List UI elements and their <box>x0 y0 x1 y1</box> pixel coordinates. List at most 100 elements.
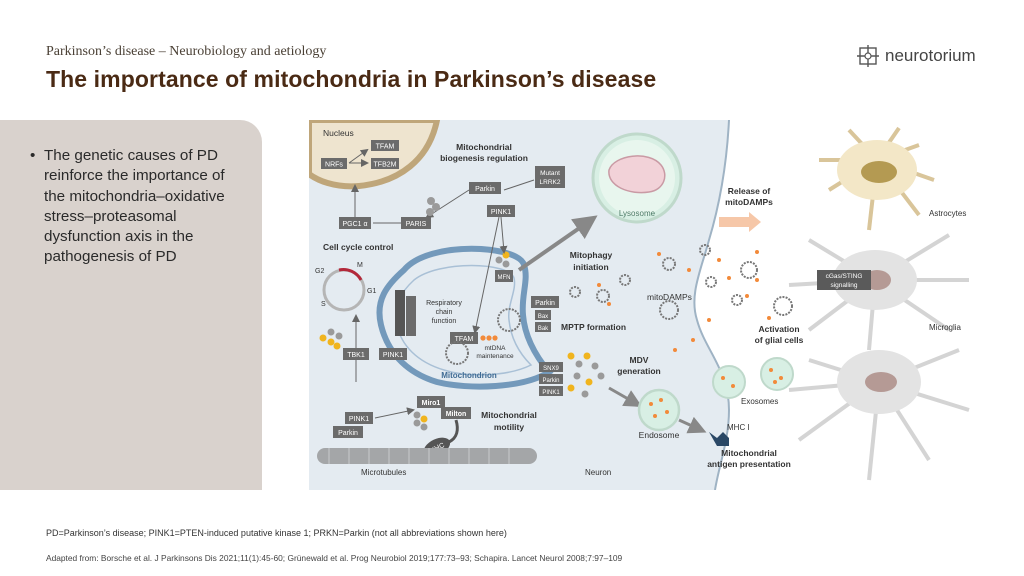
neurotorium-logo-icon <box>857 45 879 67</box>
exosome-2 <box>760 357 794 391</box>
tfb2m-label: TFB2M <box>374 162 397 169</box>
abbreviations-footnote: PD=Parkinson’s disease; PINK1=PTEN-induc… <box>46 528 507 538</box>
mitodamp-dots <box>597 250 771 352</box>
ub-p-cluster-mdv <box>567 352 605 398</box>
mitophagy-arrow <box>517 215 598 272</box>
pink1-label-top: PINK1 <box>491 209 511 216</box>
microtubule-stripes <box>328 448 510 464</box>
parkin-to-paris-line <box>425 189 470 219</box>
bullet-item: • The genetic causes of PD reinforce the… <box>30 146 230 268</box>
mfn-box <box>495 270 513 282</box>
parkin-box-top <box>469 182 501 194</box>
snx9-box <box>539 362 563 372</box>
nrfs-arrow <box>348 148 369 164</box>
parkin-label-mito: Parkin <box>535 300 555 307</box>
mhc-label: MHC I <box>727 423 750 432</box>
microglia-lower-nucleus <box>865 372 897 392</box>
tfam-label-nucleus: TFAM <box>376 144 395 151</box>
nucleus-shape <box>309 120 441 190</box>
ub-p-cluster-mfn <box>495 251 510 268</box>
khc-stalk <box>448 419 459 444</box>
pink1-box-top <box>487 205 515 217</box>
lysosome-label: Lysosome <box>619 209 656 218</box>
g1-label: G1 <box>367 288 376 295</box>
pgc1a-label: PGC1 α <box>342 221 367 228</box>
ub-p-cluster-tbk1 <box>319 328 343 350</box>
exosomes-label: Exosomes <box>741 397 778 406</box>
bullet-dot-icon: • <box>30 147 36 164</box>
nucleus-label: Nucleus <box>323 128 354 138</box>
pink1-box-mid <box>379 348 407 360</box>
paris-label: PARIS <box>406 221 427 228</box>
miro1-label: Miro1 <box>422 400 441 407</box>
parkin-box-mito <box>531 296 559 308</box>
ub-cluster-paris <box>426 197 440 216</box>
milton-label: Milton <box>446 411 467 418</box>
tbk1-label: TBK1 <box>347 352 365 359</box>
endosome <box>637 388 681 432</box>
cgas-box <box>817 270 871 290</box>
mtdna-orange-dots <box>480 335 498 341</box>
bak-label: Bak <box>538 326 549 332</box>
mitochondrion-label: Mitochondrion <box>441 371 497 380</box>
mptp-label: MPTP formation <box>561 322 626 332</box>
parkin-label-top: Parkin <box>475 186 495 193</box>
pink1-down-arrow <box>472 216 500 334</box>
mutant-lrrk2-box <box>535 166 565 188</box>
snx9-label: SNX9 <box>543 366 559 372</box>
left-panel <box>0 120 262 490</box>
microglia-label: Microglia <box>929 323 962 332</box>
neuron-label: Neuron <box>585 468 611 477</box>
nrfs-box <box>321 158 347 169</box>
release-arrow-head <box>749 212 761 232</box>
tbk1-box <box>343 348 369 360</box>
pink1-to-miro-arrow <box>374 407 415 419</box>
pink1-label-bottom: PINK1 <box>349 416 369 423</box>
breadcrumb: Parkinson’s disease – Neurobiology and a… <box>46 44 327 59</box>
logo-text: neurotorium <box>885 46 976 65</box>
endosome-arrow <box>678 416 707 434</box>
s-label: S <box>321 301 326 308</box>
nrfs-label: NRFs <box>325 162 343 169</box>
bullet-text: The genetic causes of PD reinforce the i… <box>44 147 225 266</box>
cell-cycle-title: Cell cycle control <box>323 242 393 252</box>
respiratory-complex-stack <box>395 290 416 336</box>
pink1-to-mfn <box>499 216 508 254</box>
pink1-label-mid: PINK1 <box>383 352 403 359</box>
g2-label: G2 <box>315 268 324 275</box>
tfb2m-box <box>371 158 399 169</box>
milton-box <box>441 407 471 419</box>
endosome-dots <box>649 398 669 418</box>
bax-label: Bax <box>538 314 548 320</box>
mhc-icon <box>709 432 729 446</box>
tfam-box-nucleus <box>371 140 399 151</box>
parkin-label-bottom: Parkin <box>338 430 358 437</box>
mitodamps-label: mitoDAMPs <box>647 292 692 302</box>
parkin-box-mdv <box>539 374 563 384</box>
tfam-label-mito: TFAM <box>455 336 474 343</box>
neuron-membrane <box>693 120 731 490</box>
bax-box <box>535 310 551 320</box>
source-citation: Adapted from: Borsche et al. J Parkinson… <box>46 553 623 563</box>
astrocyte-nucleus <box>861 161 897 183</box>
cell-cycle-m-arc <box>338 268 363 281</box>
microtubule-bar <box>317 448 537 464</box>
mtdna-circles <box>445 308 521 365</box>
pink1-box-mdv <box>539 386 563 396</box>
mfn-label: MFN <box>498 275 511 281</box>
release-arrow <box>719 217 749 227</box>
pgc1a-box <box>339 217 371 229</box>
page-title: The importance of mitochondria in Parkin… <box>46 66 657 92</box>
logo: neurotorium <box>857 45 976 67</box>
